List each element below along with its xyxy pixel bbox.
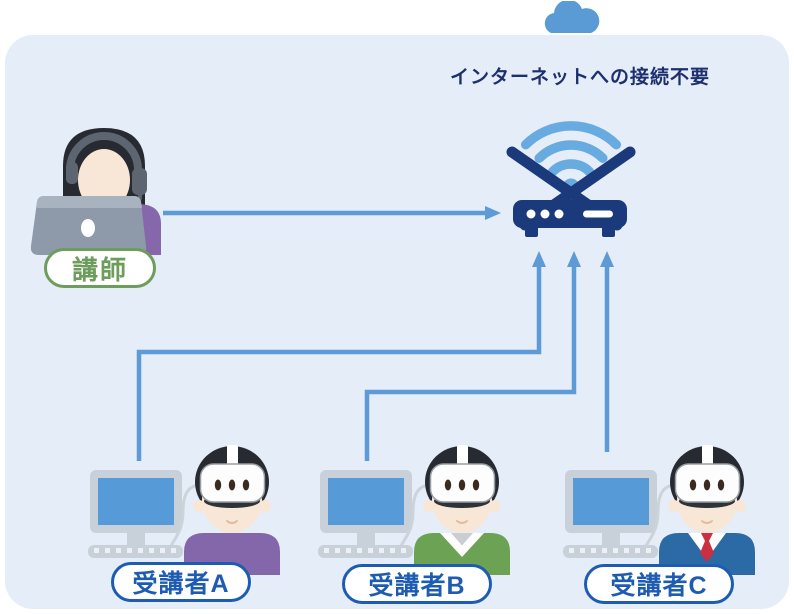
- vr-cable: [644, 483, 677, 547]
- student-label-b: 受講者B: [342, 564, 492, 604]
- vr-cable: [169, 483, 202, 547]
- student-mouth: [226, 520, 238, 524]
- necktie-icon: [700, 533, 714, 562]
- keyboard-icon: [88, 545, 183, 558]
- student-mouth: [701, 520, 713, 524]
- headset-earcup-left-icon: [66, 162, 78, 184]
- student-label-a: 受講者A: [111, 562, 251, 602]
- instructor-label: 講師: [44, 248, 156, 288]
- monitor-screen: [328, 478, 404, 525]
- student-a-figure: [88, 445, 280, 575]
- laptop-logo: [81, 219, 95, 237]
- monitor-screen: [573, 478, 649, 525]
- student-c-figure: [563, 445, 755, 575]
- router-body: [513, 200, 627, 237]
- keyboard-icon: [563, 545, 658, 558]
- keyboard-icon: [318, 545, 413, 558]
- instructor-face: [78, 149, 130, 211]
- headset-band-icon: [66, 132, 142, 171]
- headset-earcup-right-icon: [132, 168, 147, 195]
- student-mouth: [456, 520, 468, 524]
- instructor-figure: [30, 128, 161, 255]
- router-lights: [526, 209, 613, 219]
- student-b-figure: [318, 445, 510, 575]
- internet-note: インターネットへの接続不要: [449, 67, 710, 88]
- wifi-signal-icon: [520, 121, 622, 177]
- monitor-screen: [98, 478, 174, 525]
- wifi-router-icon: [506, 121, 636, 237]
- cloud-icon: [544, 1, 600, 33]
- vr-cable: [399, 483, 432, 547]
- student-label-c: 受講者C: [584, 564, 734, 604]
